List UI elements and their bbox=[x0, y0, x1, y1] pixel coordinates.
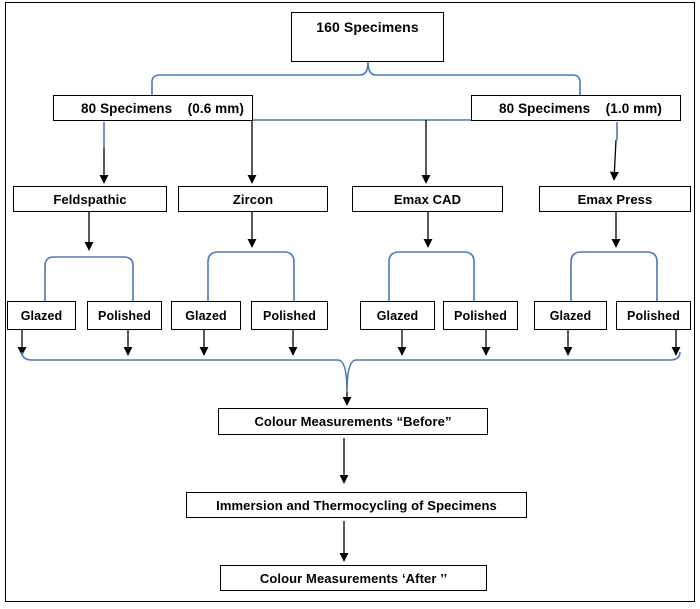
root-bracket bbox=[151, 61, 581, 95]
node-colour-before: Colour Measurements “Before” bbox=[218, 408, 488, 435]
bracket-zircon bbox=[207, 251, 295, 301]
node-emax-cad-glazed: Glazed bbox=[360, 301, 435, 330]
node-zircon-glazed: Glazed bbox=[171, 301, 241, 330]
node-colour-after: Colour Measurements ‘After ’’ bbox=[220, 565, 487, 591]
node-emax-press-polished: Polished bbox=[616, 301, 691, 330]
node-emax-cad: Emax CAD bbox=[352, 186, 503, 212]
arrow-to-emax-press bbox=[609, 139, 619, 181]
node-feldspathic-polished: Polished bbox=[87, 301, 162, 330]
node-feldspathic-glazed: Glazed bbox=[7, 301, 76, 330]
collect-bracket bbox=[21, 351, 681, 393]
node-zircon-polished: Polished bbox=[251, 301, 328, 330]
outer-frame bbox=[5, 2, 695, 602]
bracket-emax-cad bbox=[388, 251, 475, 301]
node-emax-cad-polished: Polished bbox=[443, 301, 518, 330]
bracket-feldspathic bbox=[44, 256, 134, 301]
node-group-1-0mm: 80 Specimens (1.0 mm) bbox=[471, 95, 681, 121]
node-zircon: Zircon bbox=[178, 186, 328, 212]
node-emax-press: Emax Press bbox=[539, 186, 691, 212]
bracket-emax-press bbox=[570, 251, 658, 301]
node-group-0-6mm: 80 Specimens (0.6 mm) bbox=[53, 95, 253, 121]
node-emax-press-glazed: Glazed bbox=[534, 301, 607, 330]
node-feldspathic: Feldspathic bbox=[13, 186, 167, 212]
node-immersion-thermocycling: Immersion and Thermocycling of Specimens bbox=[186, 492, 527, 518]
node-root: 160 Specimens bbox=[291, 12, 444, 62]
